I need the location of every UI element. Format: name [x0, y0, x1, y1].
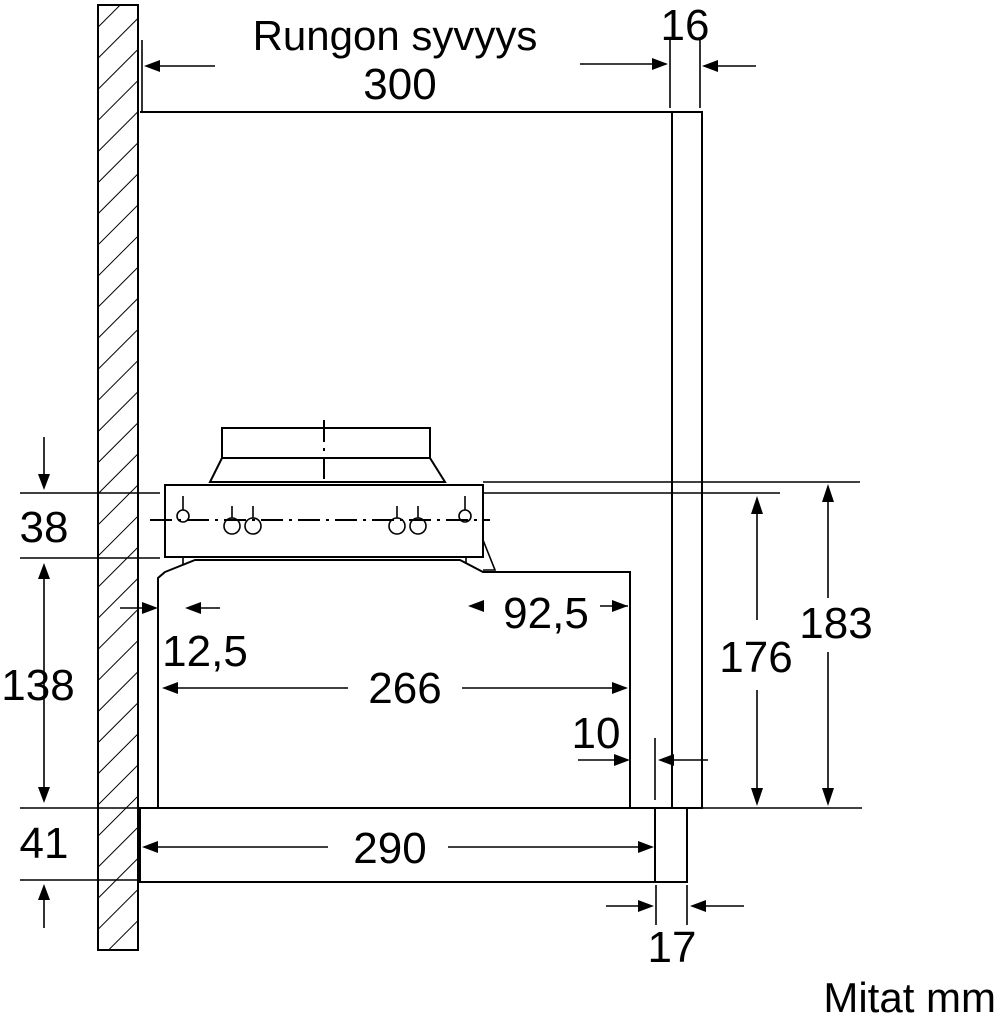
- top-dimension-lines: [141, 40, 756, 112]
- body-width-dimension: [162, 682, 628, 694]
- wall-offset-value: 12,5: [162, 627, 248, 676]
- wall-offset-dimension: [120, 602, 220, 614]
- panel-thickness-value: 16: [661, 1, 710, 50]
- rear-offset-value: 92,5: [503, 589, 589, 638]
- total-width-value: 290: [353, 824, 426, 873]
- rear-offset-dimension: [468, 600, 628, 612]
- front-panel-value: 17: [648, 923, 697, 972]
- body-width-value: 266: [368, 664, 441, 713]
- depth-title-label: Rungon syvyys: [253, 12, 538, 59]
- wall-hatched: [97, 4, 139, 951]
- height-176-value: 176: [719, 633, 792, 682]
- front-panel-dimension: [606, 885, 744, 925]
- units-note: Mitat mm: [823, 974, 996, 1020]
- total-width-dimension: [142, 841, 654, 853]
- left-height-dimensions: [20, 437, 160, 928]
- bracket-height-value: 38: [20, 503, 69, 552]
- hood-body: [139, 559, 688, 883]
- front-gap-dimension: [578, 738, 708, 800]
- bottom-height-value: 41: [20, 819, 69, 868]
- mounting-bracket: [150, 484, 497, 618]
- right-height-dimensions: [483, 481, 862, 809]
- lower-height-value: 138: [1, 661, 74, 710]
- fan-housing: [208, 420, 447, 560]
- body-depth-value: 300: [363, 60, 436, 109]
- height-183-value: 183: [799, 599, 872, 648]
- front-gap-value: 10: [572, 709, 621, 758]
